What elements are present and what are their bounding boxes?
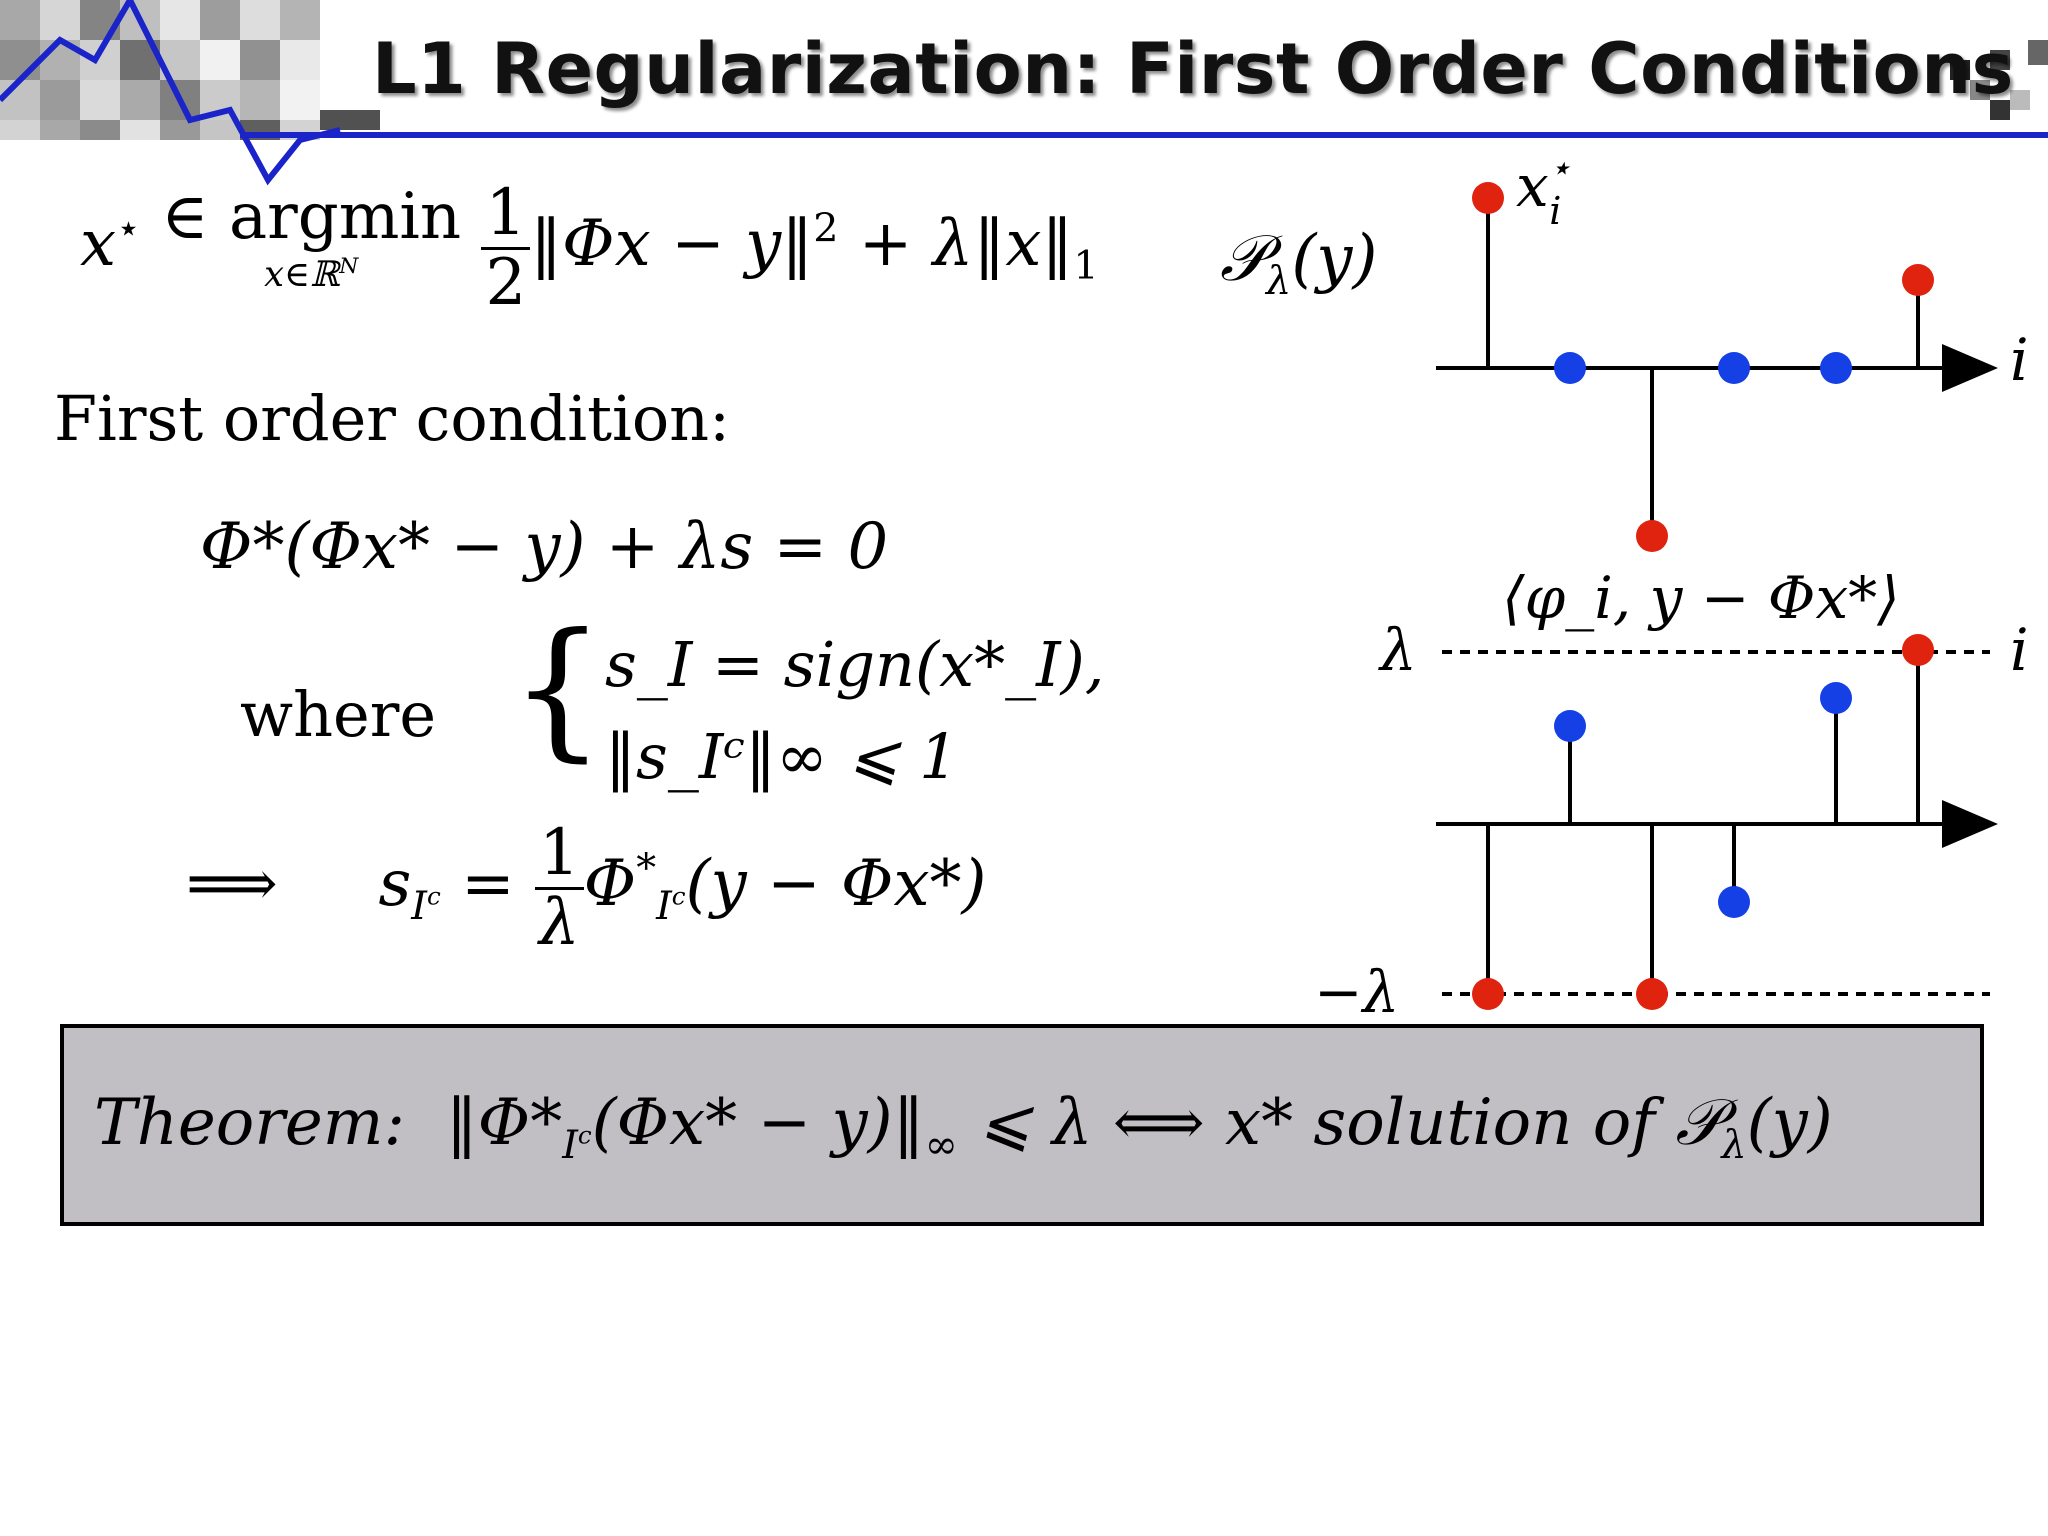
bottom-axis-label: i bbox=[2010, 616, 2029, 684]
argmin-domain-dim: N bbox=[339, 254, 359, 279]
problem-label-p: 𝒫 bbox=[1220, 222, 1267, 296]
title-decoration bbox=[1950, 40, 2048, 120]
top-point-2 bbox=[1554, 352, 1586, 384]
inverse-lambda-fraction: 1 λ bbox=[535, 819, 584, 961]
top-point-6 bbox=[1902, 264, 1934, 296]
bottom-point-5 bbox=[1820, 682, 1852, 714]
implication-equation: ⟹ sIc = 1 λ Φ*Ic(y − Φx*) bbox=[186, 816, 987, 961]
theorem-box: Theorem: ‖Φ*Ic(Φx* − y)‖∞ ⩽ λ ⟺ x* solut… bbox=[60, 1024, 1984, 1226]
theorem-relation: ⩽ λ ⟺ bbox=[957, 1086, 1225, 1160]
title-underline bbox=[240, 132, 2048, 138]
top-point-5 bbox=[1820, 352, 1852, 384]
theorem-problem-p: 𝒫 bbox=[1675, 1086, 1722, 1160]
stem-plots: x⋆i i ⟨φ_i, y − Φx*⟩ λ −λ i bbox=[1314, 148, 2029, 1020]
problem-equation: x⋆ ∈ argmin x∈ℝN 1 2 ‖Φx − y‖2 + λ‖x‖1 bbox=[80, 176, 1099, 321]
theorem-statement: Theorem: ‖Φ*Ic(Φx* − y)‖∞ ⩽ λ ⟺ x* solut… bbox=[94, 1086, 1833, 1168]
where-label: where bbox=[240, 678, 437, 751]
lambda-label: λ bbox=[1378, 616, 1417, 684]
top-axis-label: i bbox=[2010, 326, 2029, 394]
inverse-lambda-num: 1 bbox=[535, 819, 584, 891]
cases-brace: { bbox=[510, 602, 606, 776]
half-denominator: 2 bbox=[485, 246, 527, 321]
slide-title: L1 Regularization: First Order Condition… bbox=[372, 28, 2014, 110]
neg-lambda-label: −λ bbox=[1314, 958, 1399, 1020]
top-plot-label-star: ⋆ bbox=[1549, 148, 1572, 189]
problem-label: 𝒫λ(y) bbox=[1220, 222, 1377, 304]
theorem-right: x* solution of bbox=[1224, 1086, 1676, 1160]
top-plot-label-i: i bbox=[1549, 189, 1561, 233]
inverse-lambda-den: λ bbox=[539, 886, 580, 961]
condition-equation: Φ*(Φx* − y) + λs = 0 bbox=[200, 510, 889, 584]
top-point-4 bbox=[1718, 352, 1750, 384]
implication-rhs: (y − Φx*) bbox=[685, 847, 987, 922]
argmin-domain: x∈ℝ bbox=[264, 254, 340, 296]
case-sign: s_I = sign(x*_I), bbox=[605, 628, 1105, 701]
problem-lhs: x bbox=[80, 207, 117, 282]
first-order-label: First order condition: bbox=[54, 382, 731, 455]
argmin-label: ∈ argmin bbox=[161, 180, 462, 254]
top-plot-label-x: x bbox=[1516, 152, 1549, 220]
bottom-point-6 bbox=[1902, 634, 1934, 666]
half-fraction: 1 2 bbox=[481, 179, 531, 321]
top-plot-label: x⋆i bbox=[1516, 148, 1571, 233]
bottom-point-4 bbox=[1718, 886, 1750, 918]
implies-arrow: ⟹ bbox=[186, 847, 278, 922]
top-point-1 bbox=[1472, 182, 1504, 214]
theorem-label: Theorem: bbox=[94, 1086, 406, 1160]
theorem-problem-arg: (y) bbox=[1746, 1086, 1833, 1160]
half-numerator: 1 bbox=[481, 179, 531, 251]
problem-label-sub: λ bbox=[1266, 257, 1292, 304]
bottom-point-2 bbox=[1554, 710, 1586, 742]
theorem-left: ‖Φ* bbox=[445, 1086, 563, 1160]
theorem-problem-sub: λ bbox=[1721, 1121, 1747, 1168]
bottom-point-1 bbox=[1472, 978, 1504, 1010]
top-point-3 bbox=[1636, 520, 1668, 552]
problem-penalty: + λ‖x‖ bbox=[838, 207, 1074, 282]
bottom-point-3 bbox=[1636, 978, 1668, 1010]
logo-image bbox=[0, 0, 380, 186]
implication-lhs: s bbox=[378, 847, 412, 922]
bottom-plot-label: ⟨φ_i, y − Φx*⟩ bbox=[1502, 564, 1900, 632]
problem-residual: ‖Φx − y‖ bbox=[530, 207, 814, 282]
case-bound: ‖s_Iᶜ‖∞ ⩽ 1 bbox=[605, 720, 959, 793]
argmin-stack: ∈ argmin x∈ℝN bbox=[161, 180, 461, 296]
theorem-mid: (Φx* − y)‖ bbox=[591, 1086, 925, 1160]
problem-label-arg: (y) bbox=[1291, 222, 1378, 296]
